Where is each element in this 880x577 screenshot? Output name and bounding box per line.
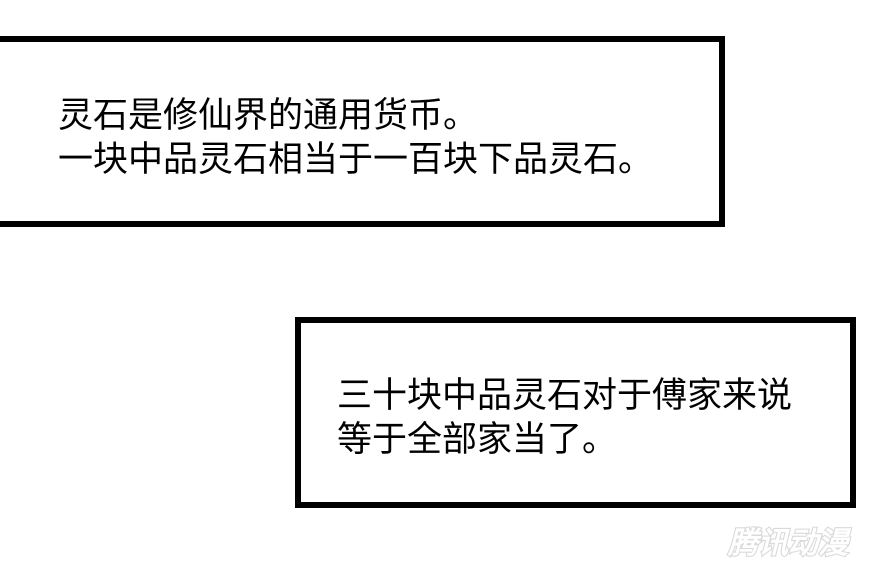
narration-line: 灵石是修仙界的通用货币。	[58, 96, 479, 136]
narration-box-bottom: 三十块中品灵石对于傅家来说 等于全部家当了。	[295, 317, 856, 508]
narration-text-bottom: 三十块中品灵石对于傅家来说 等于全部家当了。	[337, 374, 792, 462]
narration-box-top: 灵石是修仙界的通用货币。 一块中品灵石相当于一百块下品灵石。	[0, 36, 725, 227]
watermark-text: 腾讯动漫	[727, 526, 852, 561]
narration-line: 一块中品灵石相当于一百块下品灵石。	[58, 140, 654, 180]
narration-line: 三十块中品灵石对于傅家来说	[337, 376, 793, 416]
tencent-comics-watermark-logo: 腾讯动漫	[726, 525, 853, 562]
narration-text-top: 灵石是修仙界的通用货币。 一块中品灵石相当于一百块下品灵石。	[58, 94, 653, 182]
narration-line: 等于全部家当了。	[337, 420, 618, 460]
